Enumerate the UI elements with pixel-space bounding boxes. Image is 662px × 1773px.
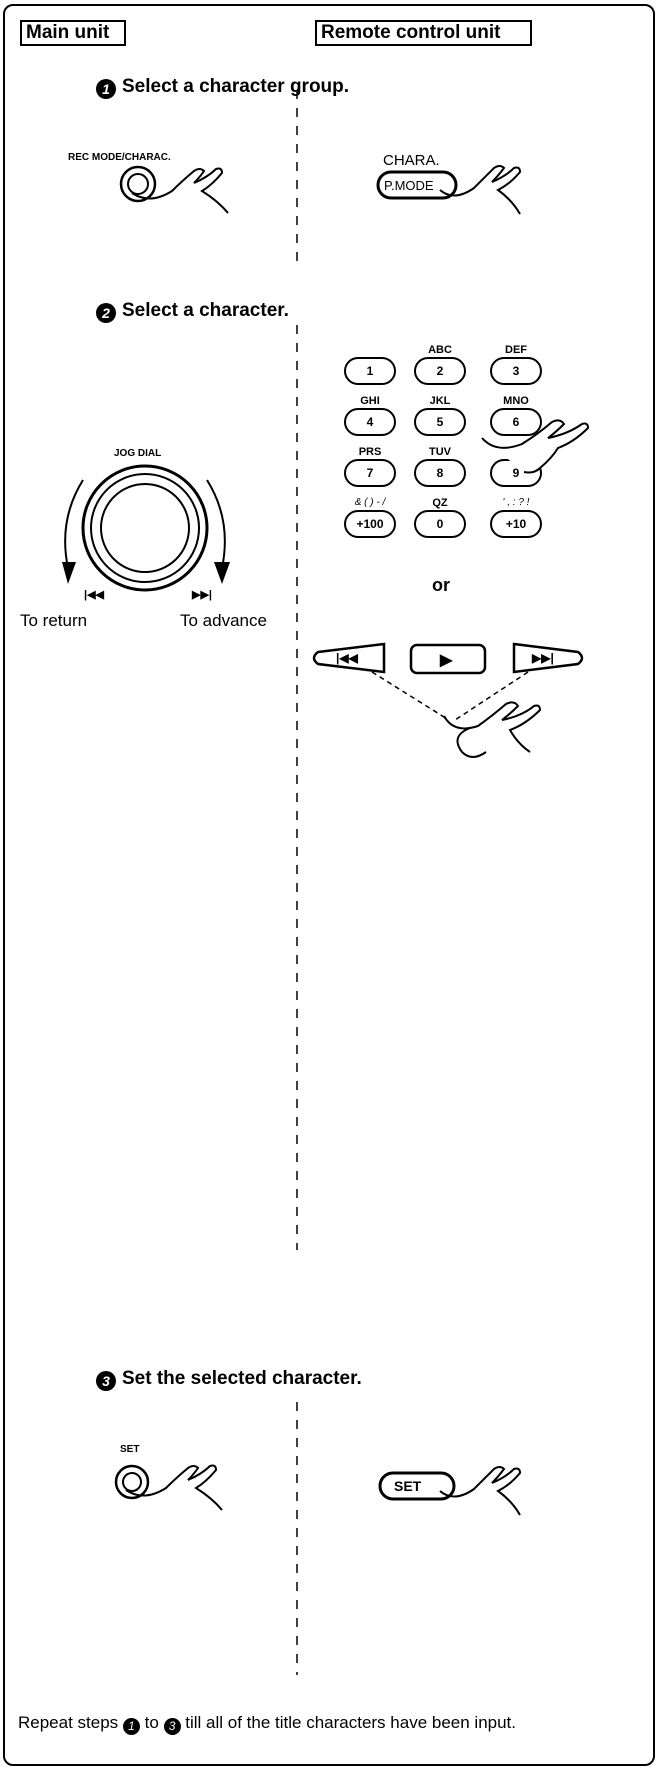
key-6[interactable]: 6: [490, 408, 542, 436]
set-main-label: SET: [120, 1444, 140, 1455]
chara-label: CHARA.: [383, 152, 440, 169]
set-remote-button[interactable]: SET: [394, 1478, 422, 1494]
next-track-button[interactable]: ▶▶|: [532, 651, 554, 665]
rec-mode-charac-label: REC MODE/CHARAC.: [68, 152, 171, 163]
repeat-instruction: Repeat steps 1 to 3 till all of the titl…: [18, 1713, 516, 1735]
key-1[interactable]: 1: [344, 357, 396, 385]
key-8[interactable]: 8: [414, 459, 466, 487]
to-advance-label: To advance: [180, 611, 267, 630]
key-label: QZ: [432, 497, 448, 509]
key-label: TUV: [429, 446, 451, 458]
key-label: JKL: [429, 395, 451, 407]
key-label: DEF: [505, 344, 527, 356]
key-0[interactable]: 0: [414, 510, 466, 538]
key-4[interactable]: 4: [344, 408, 396, 436]
main-unit-header: Main unit: [20, 20, 126, 46]
key-label: PRS: [358, 446, 382, 458]
key-label: GHI: [360, 395, 380, 407]
key-plus-10[interactable]: +10: [490, 510, 542, 538]
next-icon: ▶▶|: [192, 589, 212, 601]
key-2[interactable]: 2: [414, 357, 466, 385]
key-3[interactable]: 3: [490, 357, 542, 385]
key-7[interactable]: 7: [344, 459, 396, 487]
key-label: ABC: [428, 344, 452, 356]
key-label: & ( ) - /: [354, 497, 386, 508]
play-button[interactable]: ▶: [440, 652, 453, 669]
remote-unit-header: Remote control unit: [315, 20, 532, 46]
jog-dial-label: JOG DIAL: [114, 448, 162, 459]
key-5[interactable]: 5: [414, 408, 466, 436]
to-return-label: To return: [20, 611, 88, 630]
key-plus-100[interactable]: +100: [344, 510, 396, 538]
key-label: ' , : ? !: [502, 497, 530, 508]
page-frame: [3, 4, 655, 1766]
or-label: or: [432, 575, 450, 595]
prev-icon: |◀◀: [84, 589, 104, 601]
key-label: MNO: [503, 395, 529, 407]
prev-track-button[interactable]: |◀◀: [336, 651, 358, 665]
p-mode-button[interactable]: P.MODE: [384, 178, 434, 193]
